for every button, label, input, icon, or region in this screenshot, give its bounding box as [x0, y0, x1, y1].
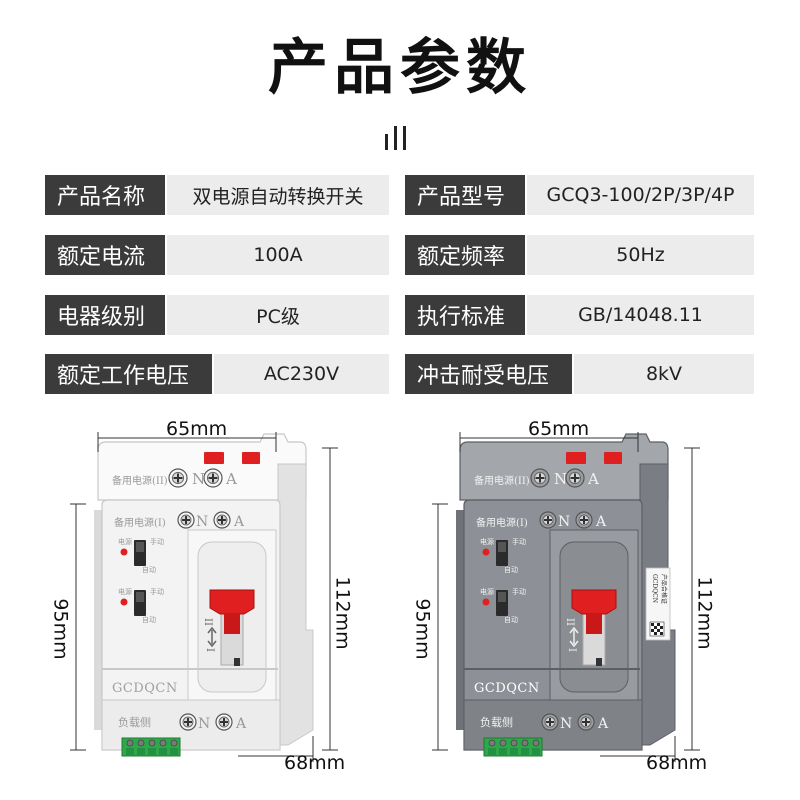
param-label: 产品名称 [45, 175, 165, 215]
page-title: 产品参数 [268, 33, 532, 103]
terminal-screw-icon [168, 468, 188, 488]
terminal-screw-icon [179, 713, 197, 731]
top-source-label: 备用电源(II) [112, 474, 168, 487]
param-value: AC230V [214, 354, 389, 394]
terminal-screw-icon [577, 713, 595, 731]
param-label: 额定电流 [45, 235, 165, 275]
depth-dim-label: 68mm [646, 752, 708, 774]
param-label: 额定工作电压 [45, 354, 212, 394]
terminal-screw-icon [203, 468, 223, 488]
param-label: 产品型号 [405, 175, 525, 215]
terminal-a-label: A [587, 470, 599, 488]
param-value: GB/14048.11 [527, 295, 754, 335]
green-terminal-block [121, 737, 181, 757]
param-value: 双电源自动转换开关 [167, 175, 389, 215]
top-source-label: 备用电源(II) [474, 474, 530, 487]
terminal-screw-icon [565, 468, 585, 488]
width-dim-label: 65mm [166, 418, 228, 440]
manual-label: 手动 [150, 537, 164, 546]
terminal-screw-icon [541, 713, 559, 731]
source-label: 电源 [480, 587, 494, 596]
terminal-screw-icon [539, 511, 557, 529]
red-handle[interactable] [571, 589, 617, 615]
terminal-n-label: N [558, 514, 570, 530]
terminal-screw-icon [177, 511, 195, 529]
param-value: 100A [167, 235, 389, 275]
depth-dim-label: 68mm [284, 752, 346, 774]
source-label: 电源 [118, 537, 132, 546]
terminal-screw-icon [213, 511, 231, 529]
param-value: 50Hz [527, 235, 754, 275]
full-height-dim-label: 112mm [693, 576, 716, 650]
terminal-screw-icon [575, 511, 593, 529]
param-value: 8kV [574, 354, 754, 394]
param-label: 冲击耐受电压 [405, 354, 572, 394]
auto-label: 自动 [504, 615, 518, 624]
terminal-a-label: A [595, 514, 607, 530]
manual-label: 手动 [512, 537, 526, 546]
manual-label: 手动 [512, 587, 526, 596]
auto-label: 自动 [504, 565, 518, 574]
terminal-n-label: N [196, 514, 208, 530]
divider-bars-icon [383, 122, 409, 150]
full-height-dim-label: 112mm [331, 576, 354, 650]
mid-source-label: 备用电源(I) [476, 516, 528, 529]
param-value: PC级 [167, 295, 389, 335]
terminal-a-label: A [597, 716, 609, 732]
nameplate-title: 产品合格证 [660, 574, 668, 604]
terminal-n-label: N [192, 470, 205, 488]
param-label: 额定频率 [405, 235, 525, 275]
terminal-screw-icon [530, 468, 550, 488]
height-dim-label: 95mm [49, 598, 72, 660]
red-handle[interactable] [209, 589, 255, 615]
terminal-n-label: N [198, 716, 210, 732]
param-label: 执行标准 [405, 295, 525, 335]
source-label: 电源 [118, 587, 132, 596]
terminal-a-label: A [225, 470, 237, 488]
height-dim-label: 95mm [411, 598, 434, 660]
terminal-a-label: A [235, 716, 247, 732]
param-label: 电器级别 [45, 295, 165, 335]
load-side-label: 负载侧 [118, 715, 151, 729]
terminal-n-label: N [554, 470, 567, 488]
auto-label: 自动 [142, 615, 156, 624]
mid-source-label: 备用电源(I) [114, 516, 166, 529]
brand-label: GCDQCN [474, 681, 540, 696]
green-terminal-block [483, 737, 543, 757]
source-label: 电源 [480, 537, 494, 546]
manual-label: 手动 [150, 587, 164, 596]
nameplate-brand: GCDQCN [651, 574, 658, 603]
terminal-n-label: N [560, 716, 572, 732]
terminal-screw-icon [215, 713, 233, 731]
position-ii-label: II [564, 618, 575, 626]
width-dim-label: 65mm [528, 418, 590, 440]
position-i-label: I [204, 648, 215, 652]
param-value: GCQ3-100/2P/3P/4P [527, 175, 754, 215]
position-i-label: I [566, 648, 577, 652]
load-side-label: 负载侧 [480, 715, 513, 729]
auto-label: 自动 [142, 565, 156, 574]
brand-label: GCDQCN [112, 681, 178, 696]
terminal-a-label: A [233, 514, 245, 530]
position-ii-label: II [202, 618, 213, 626]
